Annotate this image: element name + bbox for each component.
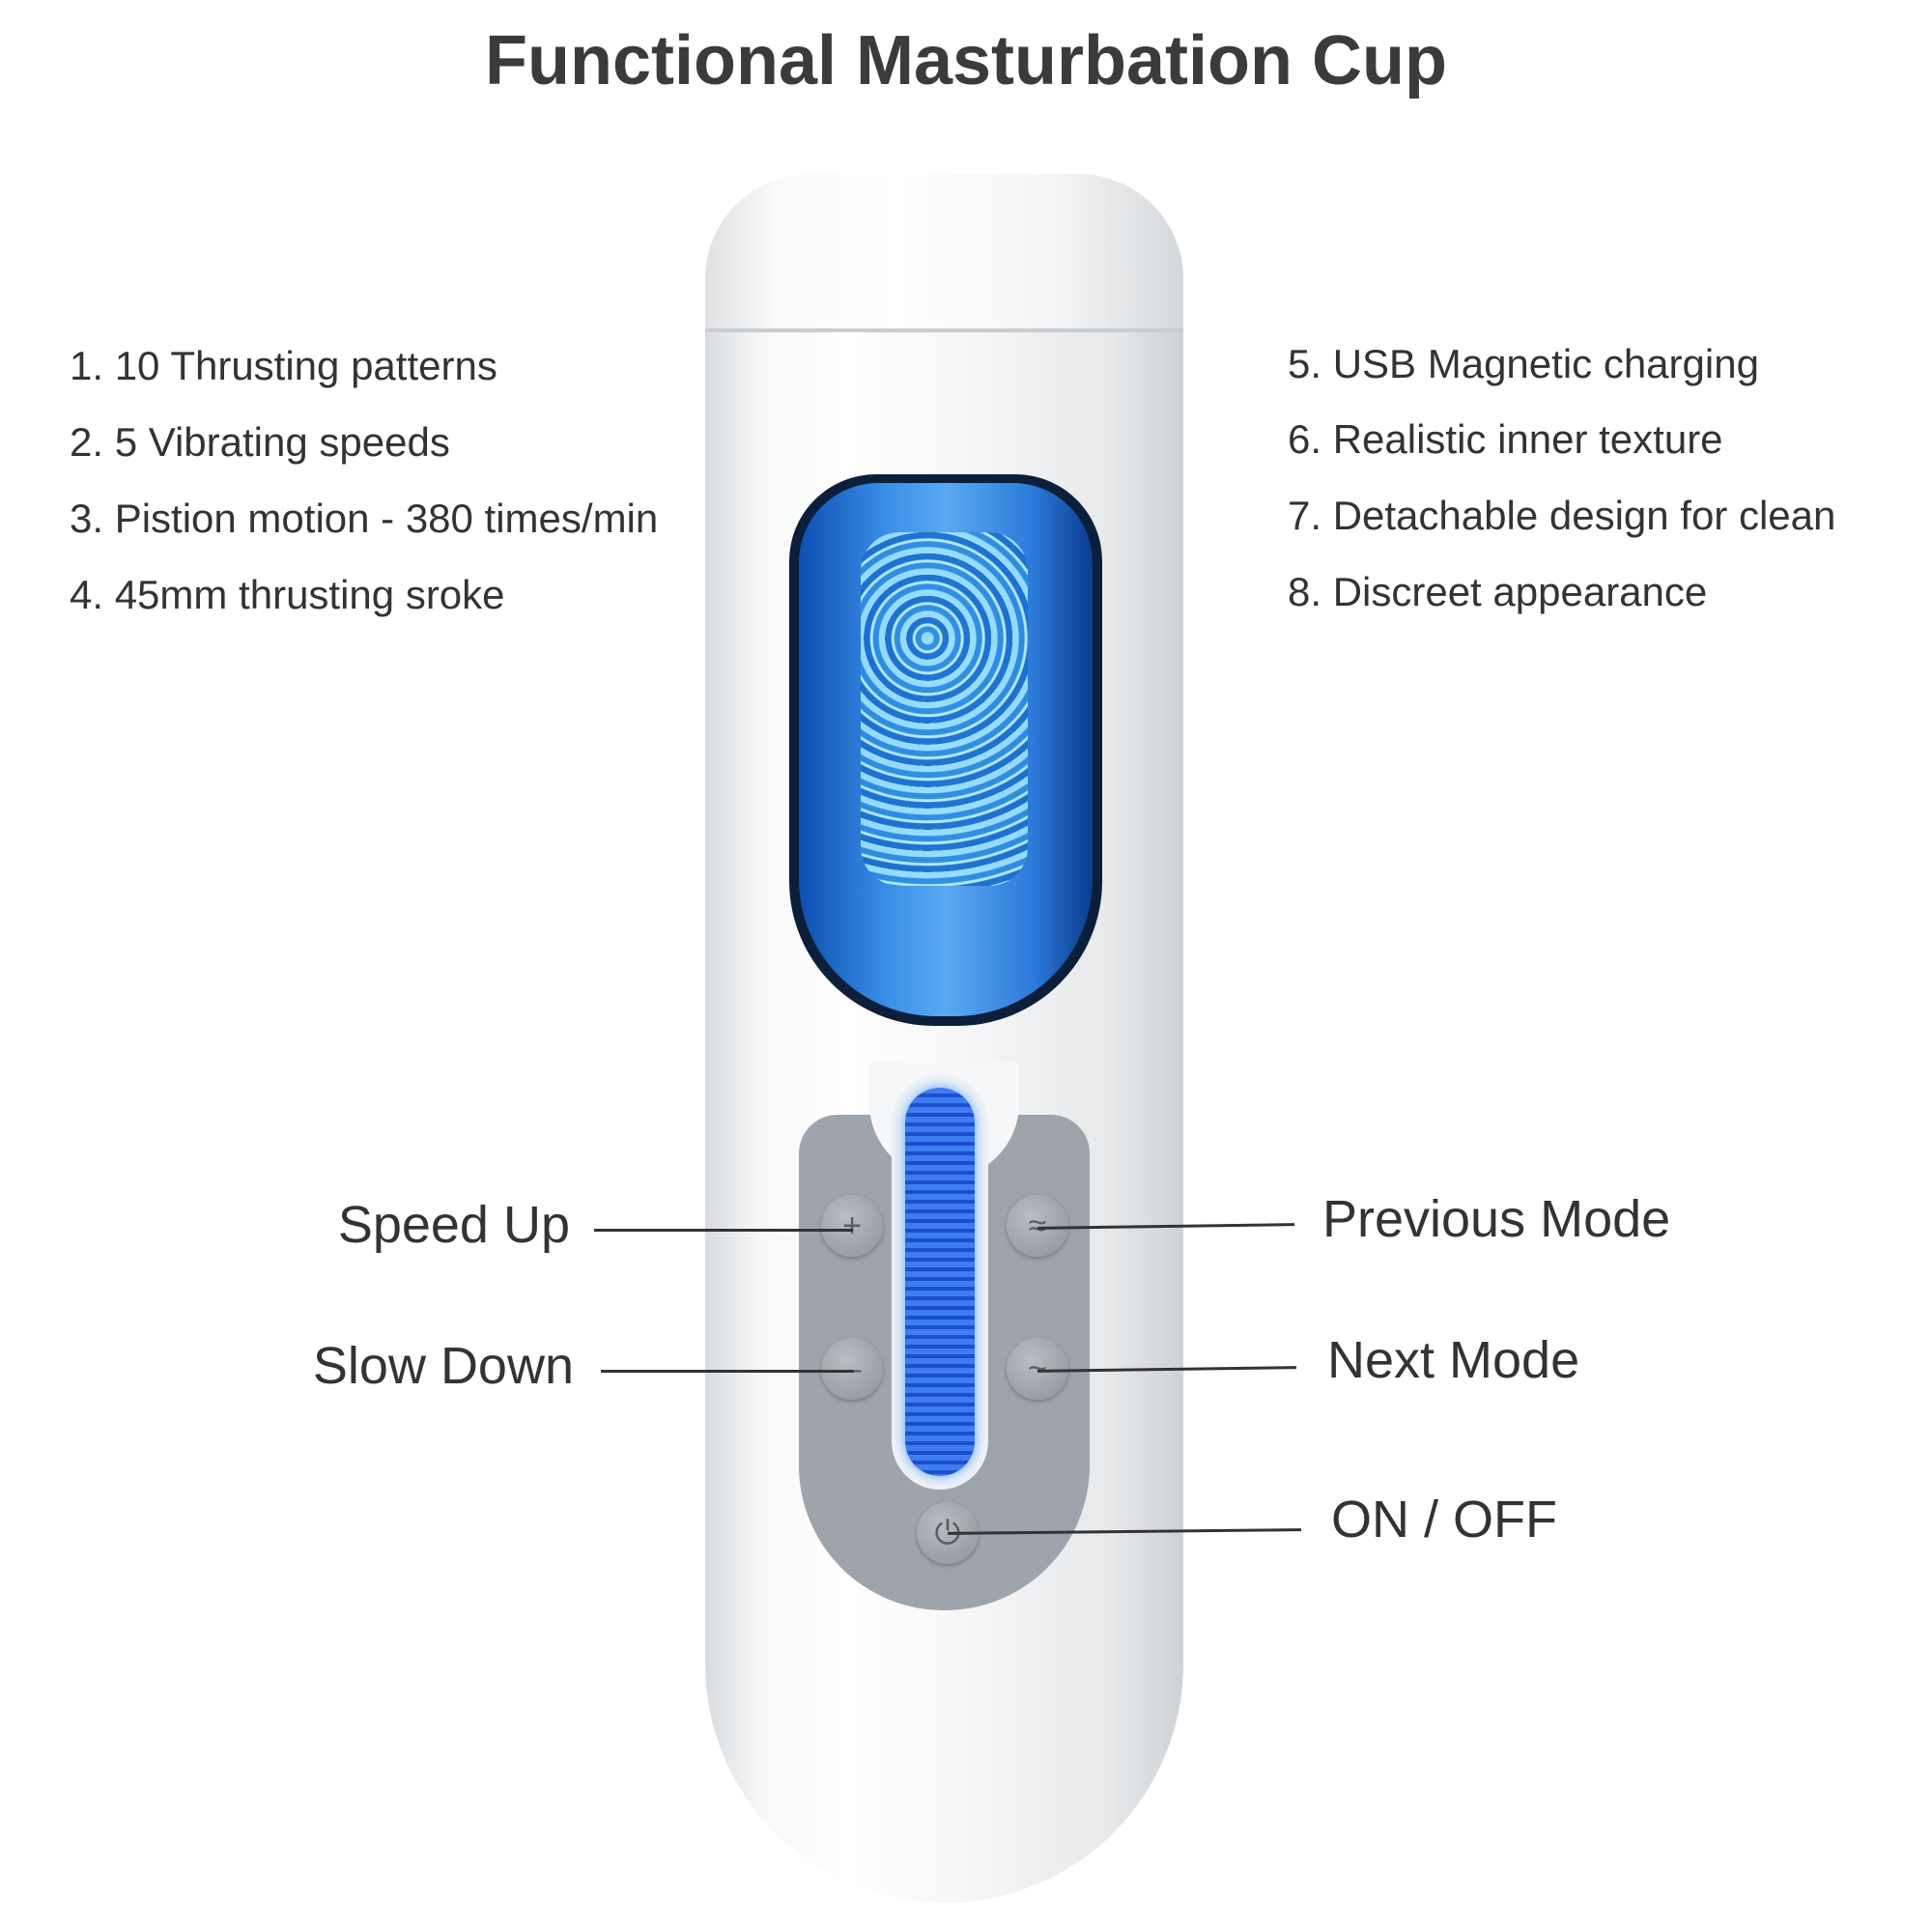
feature-3: 3. Pistion motion - 380 times/min xyxy=(70,496,659,541)
feature-7: 7. Detachable design for clean xyxy=(1288,493,1836,538)
minus-icon: – xyxy=(842,1350,862,1387)
wave-double-icon: ≈ xyxy=(1028,1207,1047,1244)
feature-5: 5. USB Magnetic charging xyxy=(1288,341,1759,386)
light-bar-indicator xyxy=(905,1088,975,1476)
previous-mode-label: Previous Mode xyxy=(1322,1190,1671,1248)
slow-down-label: Slow Down xyxy=(312,1337,574,1395)
next-mode-label: Next Mode xyxy=(1327,1331,1580,1389)
plus-icon: + xyxy=(842,1207,862,1244)
on-off-label: ON / OFF xyxy=(1331,1491,1557,1548)
page-title: Functional Masturbation Cup xyxy=(485,22,1447,99)
device-cap xyxy=(705,174,1183,332)
slow-down-button[interactable]: – xyxy=(821,1338,883,1400)
device-body xyxy=(705,174,1183,1903)
speed-up-label: Speed Up xyxy=(337,1196,570,1254)
feature-8: 8. Discreet appearance xyxy=(1288,569,1708,614)
speed-up-leader-line xyxy=(594,1229,853,1232)
feature-2: 2. 5 Vibrating speeds xyxy=(70,419,450,465)
wave-icon: ~ xyxy=(1028,1350,1047,1387)
speed-up-button[interactable]: + xyxy=(821,1195,883,1257)
feature-6: 6. Realistic inner texture xyxy=(1288,416,1723,462)
feature-1: 1. 10 Thrusting patterns xyxy=(70,343,497,388)
slow-down-leader-line xyxy=(601,1370,854,1373)
feature-4: 4. 45mm thrusting sroke xyxy=(70,572,505,617)
inner-sleeve-texture xyxy=(861,532,1028,886)
